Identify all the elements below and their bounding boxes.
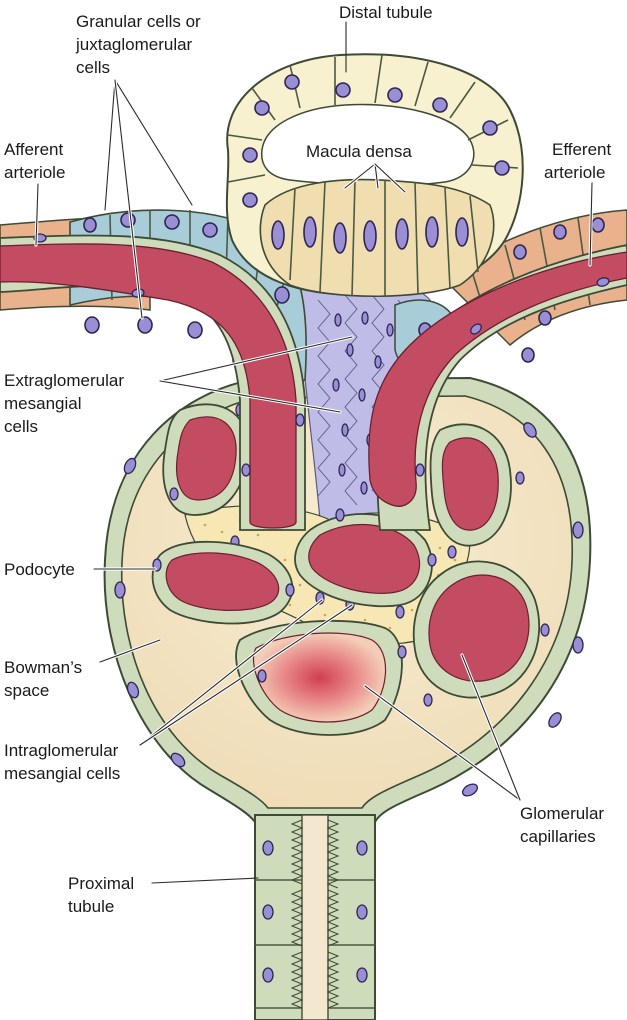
label-afferent-line1: Afferent: [4, 140, 64, 159]
label-macula-densa: Macula densa: [306, 142, 412, 161]
proximal-tubule: [254, 814, 376, 1020]
label-extraglomerular-line3: cells: [4, 417, 38, 436]
label-efferent-line1: Efferent: [552, 140, 612, 159]
label-intraglomerular-line1: Intraglomerular: [4, 741, 119, 760]
label-bowmans-line2: space: [4, 681, 49, 700]
label-granular-cells-line2: juxtaglomerular: [75, 35, 193, 54]
label-distal-tubule: Distal tubule: [339, 3, 433, 22]
glomerular-tuft: [151, 403, 550, 736]
label-intraglomerular-line2: mesangial cells: [4, 764, 120, 783]
label-granular-cells-line1: Granular cells or: [76, 12, 201, 31]
label-afferent-line2: arteriole: [4, 163, 65, 182]
efferent-arteriole: [368, 209, 627, 531]
label-glomerular-line2: capillaries: [520, 827, 596, 846]
leader-lines: [34, 21, 594, 884]
label-bowmans-line1: Bowman’s: [4, 658, 82, 677]
label-efferent-line2: arteriole: [544, 163, 605, 182]
label-podocyte: Podocyte: [4, 560, 75, 579]
label-extraglomerular-line2: mesangial: [4, 394, 82, 413]
macula-densa: [259, 178, 495, 298]
label-proximal-line1: Proximal: [68, 874, 134, 893]
label-granular-cells-line3: cells: [76, 58, 110, 77]
label-glomerular-line1: Glomerular: [520, 804, 604, 823]
distal-tubule: [225, 53, 524, 298]
label-proximal-line2: tubule: [68, 897, 114, 916]
labels: Distal tubule Granular cells or juxtaglo…: [4, 3, 612, 916]
label-extraglomerular-line1: Extraglomerular: [4, 371, 124, 390]
